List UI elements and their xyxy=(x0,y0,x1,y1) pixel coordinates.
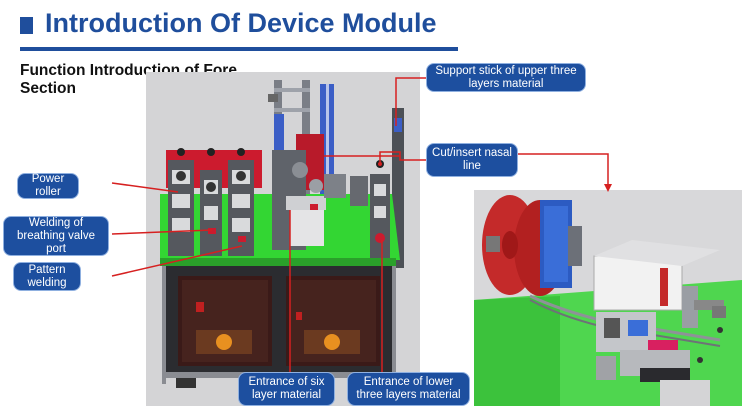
title-bullet xyxy=(20,17,33,34)
callout-support-stick: Support stick of upper three layers mate… xyxy=(426,63,586,92)
callout-entrance-six: Entrance of six layer material xyxy=(238,372,335,406)
leader-lines xyxy=(111,77,609,372)
page-title: Introduction Of Device Module xyxy=(45,8,437,38)
callout-power-roller: Power roller xyxy=(17,173,79,199)
callout-entrance-lower: Entrance of lower three layers material xyxy=(347,372,470,406)
callout-cut-insert: Cut/insert nasal line xyxy=(426,143,518,177)
callout-welding-valve: Welding of breathing valve port xyxy=(3,216,109,256)
callout-pattern-welding: Pattern welding xyxy=(13,262,81,291)
nasal-line-machine xyxy=(474,195,742,406)
title-underline xyxy=(20,47,458,51)
fore-section-machine xyxy=(160,80,404,388)
